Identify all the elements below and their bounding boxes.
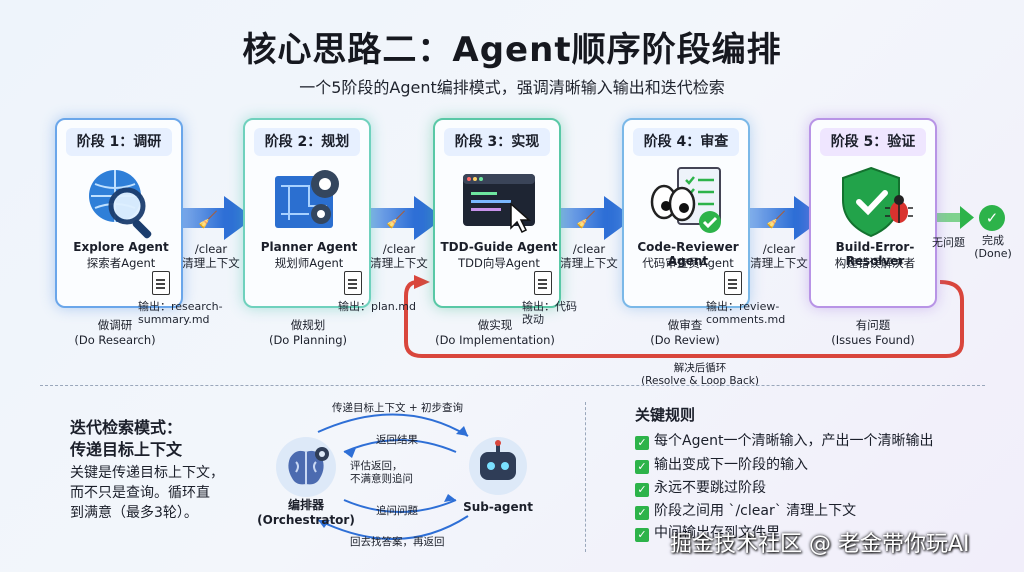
cycle-arrow-return (343, 439, 457, 453)
cycle-arrow-top (317, 413, 469, 437)
iter-description: 关键是传递目标上下文， 而不只是查询。循环直 到满意（最多3轮）。 (70, 465, 224, 521)
code-window-icon (463, 174, 535, 234)
robot-icon (469, 437, 527, 495)
stage-1-agent-role: 探索者Agent (86, 256, 156, 270)
stage-2-agent-name: Planner Agent (260, 240, 358, 254)
iter-followup-label: 追问问题 (376, 505, 418, 517)
stage-2-header: 阶段 2：规划 (254, 128, 360, 156)
check-icon: ✓ (635, 460, 649, 474)
loop-back-label: 解决后循环 (Resolve & Loop Back) (641, 362, 759, 387)
stage-2-agent-role: 规划师Agent (274, 256, 344, 270)
stage-4-agent-role: 代码审查员Agent (642, 256, 734, 270)
iter-top-label: 传递目标上下文 + 初步查询 (332, 402, 463, 414)
check-icon: ✓ (635, 528, 649, 542)
check-icon: ✓ (635, 506, 649, 520)
stage-5-agent-name: Build-Error-Resolver (835, 240, 915, 268)
rule-item: ✓输出变成下一阶段的输入 (635, 454, 808, 474)
rule-item: ✓永远不要跳过阶段 (635, 477, 766, 497)
clear-label-2: /clear 清理上下文 (370, 242, 428, 270)
iter-title: 迭代检索模式： 传递目标上下文 (70, 418, 183, 459)
broom-icon: 🧹 (386, 210, 406, 229)
stage-5-header: 阶段 5：验证 (820, 128, 926, 156)
cycle-arrow-bottom (317, 515, 469, 541)
stage-2-action: 做规划 (Do Planning) (268, 318, 348, 347)
stage-1-output: 输出：research-summary.md (138, 300, 223, 326)
rule-item: ✓阶段之间用 `/clear` 清理上下文 (635, 500, 856, 520)
rules-title: 关键规则 (635, 406, 696, 424)
stage-3-action: 做实现 (Do Implementation) (435, 318, 555, 347)
check-icon: ✓ (635, 436, 649, 450)
stage-4-file-icon (724, 271, 742, 295)
stage-4-agent-name: Code-Reviewer Agent (637, 240, 739, 268)
stage-4-header: 阶段 4：审查 (633, 128, 739, 156)
stage-3-agent-role: TDD向导Agent (458, 256, 540, 270)
check-icon: ✓ (635, 483, 649, 497)
stage-3-header: 阶段 3：实现 (444, 128, 550, 156)
stage-5-agent-role: 构建错误解决者 (834, 256, 916, 270)
eyes-checklist-icon (650, 167, 721, 233)
magnifier-globe-icon (89, 170, 152, 239)
stage-1-card: 阶段 1：调研 Explore Agent 探索者Agent (55, 118, 183, 308)
done-check-icon: ✓ (979, 205, 1005, 231)
orchestrator-brain-icon (276, 437, 336, 497)
broom-icon: 🧹 (576, 210, 596, 229)
stage-1-file-icon (152, 271, 170, 295)
stage-1-agent-name: Explore Agent (73, 240, 169, 254)
cycle-arrow-followup (343, 499, 457, 513)
stage-2-output: 输出：plan.md (338, 300, 416, 313)
clear-label-3: /clear 清理上下文 (560, 242, 618, 270)
page-subtitle: 一个5阶段的Agent编排模式，强调清晰输入输出和迭代检索 (299, 78, 725, 97)
done-label: 完成 (Done) (974, 234, 1012, 260)
stage-2-file-icon (344, 271, 362, 295)
stage-5-card: 阶段 5：验证 Build-Error-Resolver 构建错误解决者 (809, 118, 937, 308)
shield-bug-icon (842, 166, 913, 238)
watermark: 掘金技术社区 @ 老金带你玩AI (670, 532, 970, 557)
stage-4-action: 做审查 (Do Review) (650, 318, 720, 347)
loop-back-arrow (404, 280, 964, 358)
rule-item: ✓中间输出存到文件里 (635, 522, 780, 542)
clear-label-4: /clear 清理上下文 (750, 242, 808, 270)
rule-item: ✓每个Agent一个清晰输入，产出一个清晰输出 (635, 430, 933, 450)
blueprint-gear-icon (275, 170, 339, 228)
done-arrow (928, 206, 974, 229)
broom-icon: 🧹 (766, 210, 786, 229)
stage-4-output: 输出：review-comments.md (706, 300, 786, 326)
stage-1-action: 做调研 (Do Research) (74, 318, 156, 347)
iter-return-label: 返回结果 (376, 434, 418, 446)
stage-5-issues: 有问题 (Issues Found) (831, 318, 915, 347)
column-divider (585, 402, 586, 552)
clear-label-1: /clear 清理上下文 (182, 242, 240, 270)
orchestrator-label: 编排器 (Orchestrator) (257, 498, 355, 527)
no-issue-label: 无问题 (932, 236, 965, 249)
stage-1-header: 阶段 1：调研 (66, 128, 172, 156)
iter-eval-label: 评估返回， 不满意则追问 (350, 460, 413, 485)
stage-3-output: 输出：代码改动 (522, 300, 577, 326)
subagent-label: Sub-agent (463, 500, 533, 514)
section-divider (40, 385, 985, 386)
page-title: 核心思路二：Agent顺序阶段编排 (242, 30, 782, 70)
stage-3-agent-name: TDD-Guide Agent (440, 240, 558, 254)
stage-3-file-icon (534, 271, 552, 295)
broom-icon: 🧹 (198, 210, 218, 229)
iter-bottom-label: 回去找答案，再返回 (350, 536, 445, 548)
loop-arrowhead (414, 275, 430, 289)
